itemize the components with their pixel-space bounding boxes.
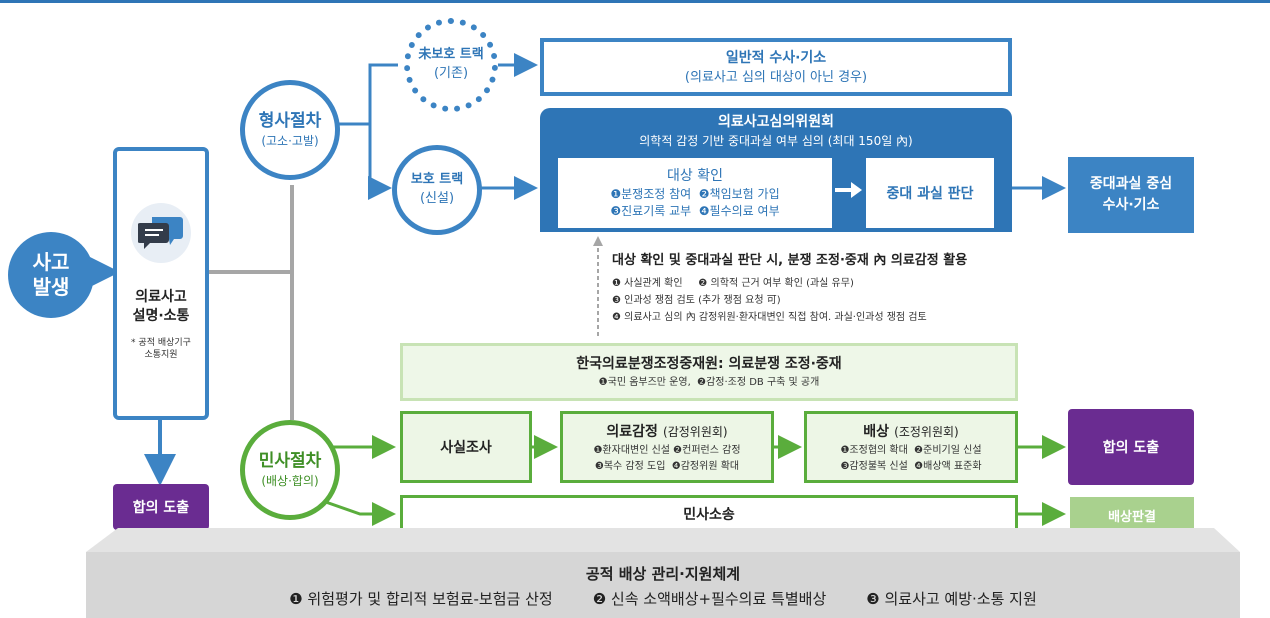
appraisal-line1: ❶환자대변인 신설 ❷컨퍼런스 감정: [593, 444, 741, 456]
usage-item-3: ❹ 의료사고 심의 內 감정위원·환자대변인 직접 참여. 과실·인과성 쟁점 …: [612, 312, 927, 323]
explain-note-line1: * 공적 배상기구: [131, 338, 191, 348]
civil-lawsuit-box: 민사소송: [400, 495, 1018, 533]
ruling-label: 배상판결: [1108, 509, 1156, 525]
usage-item-2: ❸ 인과성 쟁점 검토 (추가 쟁점 요청 可): [612, 295, 781, 306]
civil-title: 민사절차: [258, 451, 322, 471]
criminal-sub: (고소·고발): [261, 134, 319, 148]
arrow-right-icon: [834, 178, 864, 202]
appraisal-heading: 의료감정 (감정위원회): [606, 420, 727, 443]
accident-line2: 발생: [32, 275, 70, 299]
compensation-heading: 배상 (조정위원회): [863, 420, 958, 443]
protected-sub: (신설): [419, 191, 455, 206]
compensation-ruling-box: 배상판결: [1070, 497, 1194, 533]
top-divider: [0, 0, 1270, 3]
lawsuit-label: 민사소송: [683, 507, 735, 523]
chat-bubble-icon: [131, 203, 191, 263]
compensation-box: 배상 (조정위원회) ❶조정협의 확대 ❷준비기일 신설 ❸감정불복 신설 ❹배…: [804, 411, 1018, 483]
footer-item-3: ❸ 의료사고 예방·소통 지원: [866, 590, 1037, 608]
footer-support-system: 공적 배상 관리·지원체계 ❶ 위험평가 및 합리적 보험료-보험금 산정 ❷ …: [86, 556, 1240, 618]
criminal-title: 형사절차: [258, 111, 322, 131]
committee-header: 의료사고심의위원회 의학적 감정 기반 중대과실 여부 심의 (최대 150일 …: [540, 112, 1012, 150]
appraisal-title-sub: (감정위원회): [663, 424, 728, 439]
medical-appraisal-box: 의료감정 (감정위원회) ❶환자대변인 신설 ❷컨퍼런스 감정 ❸복수 감정 도…: [560, 411, 774, 483]
usage-item-1: ❶ 사실관계 확인 ❷ 의학적 근거 여부 확인 (과실 유무): [612, 278, 854, 289]
unprotected-sub: (기존): [433, 66, 469, 81]
protected-title: 보호 트랙: [410, 172, 464, 187]
unprotected-title: 未보호 트랙: [418, 47, 484, 62]
accident-line1: 사고: [32, 250, 70, 274]
footer-item-2: ❷ 신속 소액배상+필수의료 특별배상: [592, 590, 827, 608]
check-line2: ❸진료기록 교부 ❹필수의료 여부: [610, 204, 780, 218]
criminal-procedure-circle: 형사절차 (고소·고발): [240, 80, 340, 180]
explain-title-line1: 의료사고: [135, 289, 187, 305]
check-line1: ❶분쟁조정 참여 ❷책임보험 가입: [610, 187, 780, 201]
appraisal-line2: ❸복수 감정 도입 ❹감정위원 확대: [594, 460, 740, 472]
compensation-line1: ❶조정협의 확대 ❷준비기일 신설: [840, 444, 982, 456]
compensation-title-sub: (조정위원회): [894, 424, 959, 439]
explain-communicate-box: 의료사고 설명·소통 * 공적 배상기구 소통지원: [113, 147, 209, 420]
right-agreement-box: 합의 도출: [1068, 409, 1194, 485]
explain-note-line2: 소통지원: [144, 350, 178, 360]
accident-occurrence-node: 사고 발생: [8, 232, 94, 318]
protected-track-circle: 보호 트랙 (신설): [392, 145, 482, 235]
footer-items: ❶ 위험평가 및 합리적 보험료-보험금 산정 ❷ 신속 소액배상+필수의료 특…: [289, 586, 1037, 612]
footer-platform-shape: [86, 528, 1240, 618]
general-title: 일반적 수사·기소: [725, 49, 827, 66]
prosecute-line2: 수사·기소: [1102, 197, 1160, 213]
kmedi-title: 한국의료분쟁조정중재원: 의료분쟁 조정·중재: [576, 355, 842, 372]
usage-title: 대상 확인 및 중대과실 판단 시, 분쟁 조정·중재 內 의료감정 활용: [612, 253, 968, 268]
civil-sub: (배상·합의): [261, 474, 319, 488]
fact-finding-box: 사실조사: [400, 411, 532, 483]
prosecution-box: 중대과실 중심 수사·기소: [1068, 157, 1194, 233]
general-investigation-box: 일반적 수사·기소 (의료사고 심의 대상이 아닌 경우): [540, 38, 1012, 96]
footer-title: 공적 배상 관리·지원체계: [585, 565, 741, 583]
committee-title: 의료사고심의위원회: [718, 114, 834, 130]
fact-label: 사실조사: [440, 440, 492, 456]
right-agreement-label: 합의 도출: [1102, 440, 1160, 456]
committee-sub: 의학적 감정 기반 중대과실 여부 심의 (최대 150일 內): [639, 134, 913, 148]
unprotected-track-circle: 未보호 트랙 (기존): [404, 18, 498, 112]
left-agreement-label: 합의 도출: [132, 500, 190, 516]
prosecute-line1: 중대과실 중심: [1089, 176, 1173, 192]
explain-title: 의료사고 설명·소통: [117, 288, 205, 326]
committee-box: 의료사고심의위원회 의학적 감정 기반 중대과실 여부 심의 (최대 150일 …: [540, 108, 1012, 232]
judge-label: 중대 과실 판단: [886, 186, 974, 202]
appraisal-title: 의료감정: [606, 423, 658, 440]
civil-procedure-circle: 민사절차 (배상·합의): [240, 420, 340, 520]
appraisal-usage-text: 대상 확인 및 중대과실 판단 시, 분쟁 조정·중재 內 의료감정 활용 ❶ …: [612, 251, 1172, 326]
footer-item-1: ❶ 위험평가 및 합리적 보험료-보험금 산정: [289, 590, 553, 608]
compensation-line2: ❸감정불복 신설 ❹배상액 표준화: [840, 460, 982, 472]
explain-title-line2: 설명·소통: [132, 308, 190, 324]
target-check-box: 대상 확인 ❶분쟁조정 참여 ❷책임보험 가입 ❸진료기록 교부 ❹필수의료 여…: [558, 158, 832, 228]
general-sub: (의료사고 심의 대상이 아닌 경우): [684, 69, 868, 85]
kmedi-sub: ❶국민 옴부즈만 운영, ❷감정·조정 DB 구축 및 공개: [598, 376, 820, 388]
negligence-judge-box: 중대 과실 판단: [866, 158, 994, 228]
explain-note: * 공적 배상기구 소통지원: [117, 337, 205, 361]
compensation-title: 배상: [863, 423, 890, 440]
left-agreement-box: 합의 도출: [113, 484, 209, 530]
kmedi-box: 한국의료분쟁조정중재원: 의료분쟁 조정·중재 ❶국민 옴부즈만 운영, ❷감정…: [400, 343, 1018, 401]
check-title: 대상 확인: [667, 168, 723, 184]
